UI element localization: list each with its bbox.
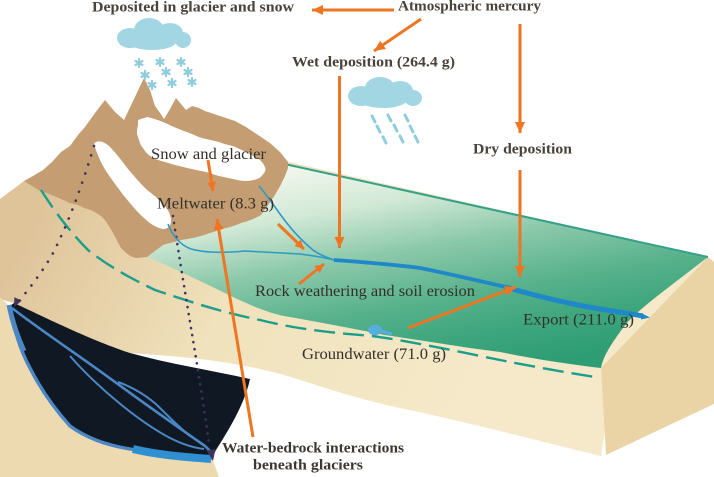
svg-text:Meltwater (8.3 g): Meltwater (8.3 g) — [157, 196, 274, 213]
svg-text:Atmospheric mercury: Atmospheric mercury — [398, 0, 542, 15]
svg-text:beneath glaciers: beneath glaciers — [253, 458, 363, 474]
svg-text:Export (211.0 g): Export (211.0 g) — [523, 312, 634, 329]
svg-text:Deposited in glacier and snow: Deposited in glacier and snow — [92, 0, 294, 16]
svg-text:Wet deposition (264.4 g): Wet deposition (264.4 g) — [292, 55, 455, 71]
svg-text:Groundwater (71.0 g): Groundwater (71.0 g) — [302, 346, 446, 363]
svg-text:Snow and glacier: Snow and glacier — [151, 146, 267, 163]
svg-text:Rock weathering and soil erosi: Rock weathering and soil erosion — [255, 283, 475, 300]
svg-text:Water-bedrock interactions: Water-bedrock interactions — [222, 441, 404, 457]
svg-text:Dry deposition: Dry deposition — [473, 142, 573, 158]
